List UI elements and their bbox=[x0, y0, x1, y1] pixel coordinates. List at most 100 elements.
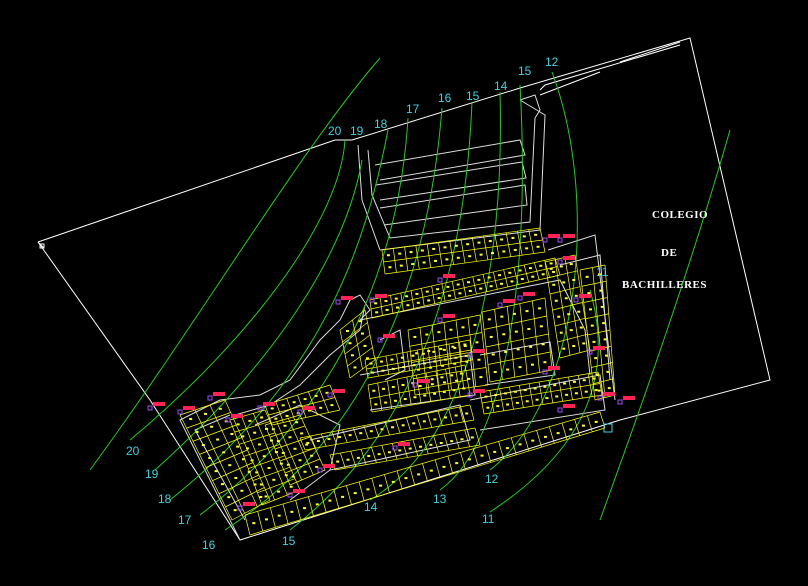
lot-marker bbox=[506, 403, 510, 406]
lot-line bbox=[479, 371, 599, 393]
lot-line bbox=[422, 437, 429, 455]
lot-marker bbox=[600, 305, 604, 308]
contour-label-bottom: 15 bbox=[282, 534, 296, 548]
lot-line bbox=[268, 397, 336, 416]
lot-marker bbox=[604, 354, 608, 357]
lot-marker bbox=[361, 332, 364, 335]
lot-line bbox=[384, 474, 390, 494]
elevation-tag bbox=[375, 294, 387, 298]
lot-marker bbox=[572, 278, 576, 281]
lot-line bbox=[369, 379, 468, 399]
lot-marker bbox=[531, 439, 535, 442]
lot-marker bbox=[597, 389, 601, 392]
lot-marker bbox=[379, 484, 383, 487]
lot-marker bbox=[430, 378, 434, 381]
lot-marker bbox=[549, 267, 553, 270]
lot-line bbox=[243, 443, 281, 457]
lot-marker bbox=[227, 496, 231, 499]
lot-marker bbox=[437, 297, 441, 300]
lot-marker bbox=[455, 462, 459, 465]
lot-line bbox=[536, 430, 542, 448]
lot-marker bbox=[506, 368, 510, 371]
lot-line bbox=[342, 429, 348, 443]
lot-marker bbox=[401, 424, 405, 427]
lot-marker bbox=[443, 358, 447, 361]
lot-marker bbox=[543, 385, 547, 388]
lot-marker bbox=[425, 333, 429, 336]
lot-marker bbox=[479, 376, 483, 379]
lot-line bbox=[472, 448, 479, 467]
lot-marker bbox=[413, 396, 417, 399]
elevation-tag bbox=[603, 392, 615, 396]
lot-marker bbox=[434, 259, 438, 262]
lot-line bbox=[557, 333, 588, 343]
lot-marker bbox=[451, 345, 455, 348]
lot-marker bbox=[381, 369, 385, 372]
lot-line bbox=[581, 280, 607, 287]
lot-line bbox=[364, 339, 471, 361]
lot-marker bbox=[563, 382, 567, 385]
lot-line bbox=[308, 496, 314, 516]
lot-marker bbox=[281, 451, 285, 454]
survey-node bbox=[287, 492, 293, 498]
lot-marker bbox=[208, 457, 212, 460]
lot-marker bbox=[513, 390, 517, 393]
lot-line bbox=[244, 411, 601, 516]
lot-marker bbox=[454, 244, 458, 247]
lot-marker bbox=[404, 477, 408, 480]
lot-marker bbox=[562, 281, 566, 284]
lot-line bbox=[367, 364, 466, 386]
lot-marker bbox=[411, 354, 415, 357]
lot-marker bbox=[204, 412, 208, 415]
lot-line bbox=[481, 383, 601, 404]
lot-marker bbox=[477, 358, 481, 361]
lot-marker bbox=[423, 394, 427, 397]
lot-line bbox=[409, 332, 483, 347]
lot-line bbox=[299, 414, 326, 471]
lot-marker bbox=[454, 414, 458, 417]
lot-marker bbox=[391, 426, 395, 429]
lot-line bbox=[271, 409, 341, 426]
lot-marker bbox=[419, 445, 423, 448]
survey-node bbox=[573, 297, 579, 303]
lot-marker bbox=[408, 447, 412, 450]
lot-marker bbox=[487, 276, 491, 279]
lot-marker bbox=[446, 285, 450, 288]
lot-marker bbox=[607, 387, 611, 390]
lot-line bbox=[489, 369, 553, 383]
lot-marker bbox=[265, 427, 269, 430]
lot-line bbox=[225, 487, 265, 508]
lot-line bbox=[370, 266, 558, 310]
lot-marker bbox=[417, 473, 421, 476]
lot-marker bbox=[518, 366, 522, 369]
lot-marker bbox=[401, 384, 405, 387]
lot-marker bbox=[512, 312, 516, 315]
lot-marker bbox=[450, 374, 454, 377]
lot-line bbox=[331, 431, 338, 445]
lot-line bbox=[459, 406, 464, 422]
lot-marker bbox=[260, 416, 264, 419]
survey-node bbox=[177, 409, 183, 415]
lot-line bbox=[320, 433, 327, 447]
lot-line bbox=[453, 431, 460, 449]
lot-marker bbox=[369, 430, 373, 433]
lot-marker bbox=[216, 438, 220, 441]
lot-marker bbox=[307, 409, 311, 412]
lot-line bbox=[320, 492, 327, 513]
lot-marker bbox=[516, 348, 520, 351]
lot-marker bbox=[475, 341, 479, 344]
survey-node bbox=[335, 299, 341, 305]
lot-marker bbox=[502, 250, 506, 253]
elevation-tag bbox=[213, 392, 225, 396]
elevation-tag bbox=[563, 234, 575, 238]
lot-line bbox=[344, 334, 371, 355]
lot-line bbox=[253, 413, 288, 496]
contour-labels-top: 20 19 18 17 16 15 14 15 12 11 bbox=[328, 55, 609, 279]
lot-marker bbox=[538, 307, 542, 310]
lot-marker bbox=[418, 384, 422, 387]
elevation-tag bbox=[183, 406, 195, 410]
lot-line bbox=[358, 481, 365, 501]
lot-line bbox=[310, 435, 316, 449]
lot-marker bbox=[201, 444, 205, 447]
annotation-block: COLEGIO DE BACHILLERES bbox=[622, 209, 708, 291]
